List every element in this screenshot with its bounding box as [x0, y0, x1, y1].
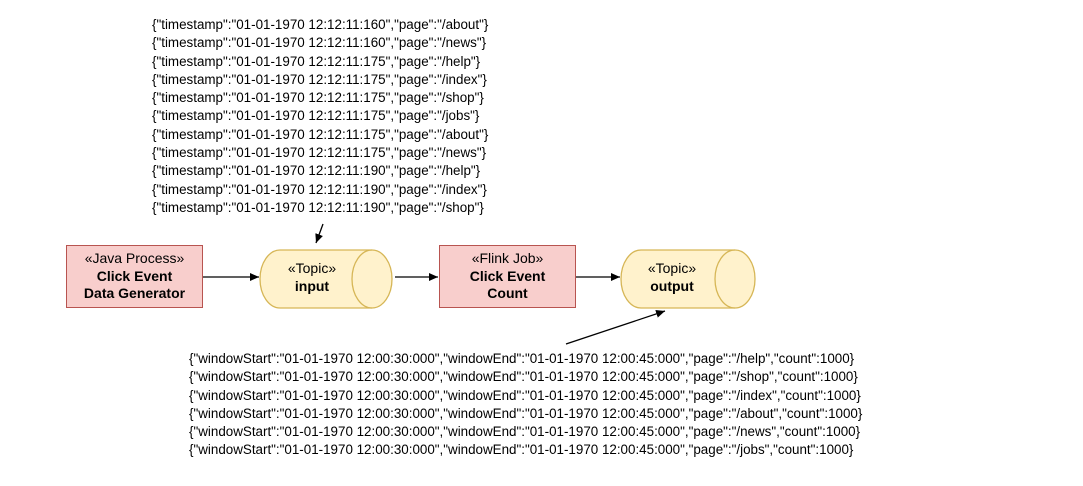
generator-name-line2: Data Generator — [83, 285, 186, 302]
topic-input-name: input — [294, 277, 330, 294]
input-event-line: {"timestamp":"01-01-1970 12:12:11:175","… — [152, 108, 480, 124]
flink-job-stereotype: «Flink Job» — [471, 250, 544, 267]
input-event-line: {"timestamp":"01-01-1970 12:12:11:190","… — [152, 181, 487, 197]
flink-job-name-line2: Count — [487, 285, 528, 302]
topic-input-stereotype: «Topic» — [287, 260, 337, 276]
topic-output-label: «Topic» output — [622, 260, 722, 295]
output-event-line: {"windowStart":"01-01-1970 12:00:30:000"… — [189, 424, 861, 440]
arrow-output-events-from-topic — [565, 310, 666, 345]
generator-name-line1: Click Event — [96, 267, 173, 284]
output-event-line: {"windowStart":"01-01-1970 12:00:30:000"… — [189, 387, 861, 403]
topic-input-cylinder — [259, 249, 393, 309]
input-event-line: {"timestamp":"01-01-1970 12:12:11:190","… — [152, 199, 484, 215]
input-event-line: {"timestamp":"01-01-1970 12:12:11:190","… — [152, 163, 481, 179]
input-event-line: {"timestamp":"01-01-1970 12:12:11:175","… — [152, 145, 487, 161]
output-events-block: {"windowStart":"01-01-1970 12:00:30:000"… — [189, 350, 862, 460]
arrow-input-events-to-topic — [315, 223, 324, 244]
input-event-line: {"timestamp":"01-01-1970 12:12:11:160","… — [152, 17, 489, 32]
topic-output-stereotype: «Topic» — [647, 260, 697, 276]
output-event-line: {"windowStart":"01-01-1970 12:00:30:000"… — [189, 351, 855, 366]
input-event-line: {"timestamp":"01-01-1970 12:12:11:175","… — [152, 53, 481, 69]
input-events-block: {"timestamp":"01-01-1970 12:12:11:160","… — [152, 16, 488, 217]
generator-stereotype: «Java Process» — [84, 250, 185, 267]
input-event-line: {"timestamp":"01-01-1970 12:12:11:160","… — [152, 35, 487, 51]
topic-output-name: output — [650, 277, 694, 294]
input-event-line: {"timestamp":"01-01-1970 12:12:11:175","… — [152, 71, 487, 87]
topic-input-label: «Topic» input — [262, 260, 362, 295]
output-event-line: {"windowStart":"01-01-1970 12:00:30:000"… — [189, 442, 854, 458]
node-flink-job: «Flink Job» Click Event Count — [439, 245, 576, 308]
output-event-line: {"windowStart":"01-01-1970 12:00:30:000"… — [189, 405, 863, 421]
input-event-line: {"timestamp":"01-01-1970 12:12:11:175","… — [152, 90, 484, 106]
input-event-line: {"timestamp":"01-01-1970 12:12:11:175","… — [152, 126, 489, 142]
topic-output-cylinder — [620, 249, 756, 309]
node-java-process-generator: «Java Process» Click Event Data Generato… — [66, 245, 203, 308]
flink-job-name-line1: Click Event — [469, 267, 546, 284]
output-event-line: {"windowStart":"01-01-1970 12:00:30:000"… — [189, 369, 858, 385]
